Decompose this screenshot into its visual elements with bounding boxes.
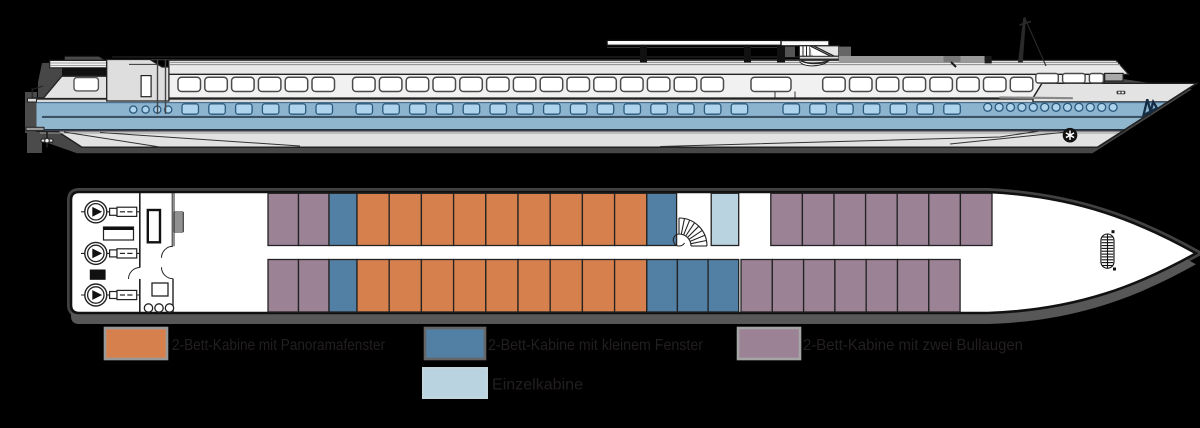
svg-text:2-Bett-Kabine mit zwei Bullaug: 2-Bett-Kabine mit zwei Bullaugen bbox=[803, 337, 1023, 354]
svg-text:Einzelkabine: Einzelkabine bbox=[492, 377, 583, 394]
svg-text:2-Bett-Kabine mit kleinem Fens: 2-Bett-Kabine mit kleinem Fenster bbox=[488, 337, 704, 354]
svg-text:2-Bett-Kabine mit Panoramafens: 2-Bett-Kabine mit Panoramafenster bbox=[172, 337, 386, 354]
